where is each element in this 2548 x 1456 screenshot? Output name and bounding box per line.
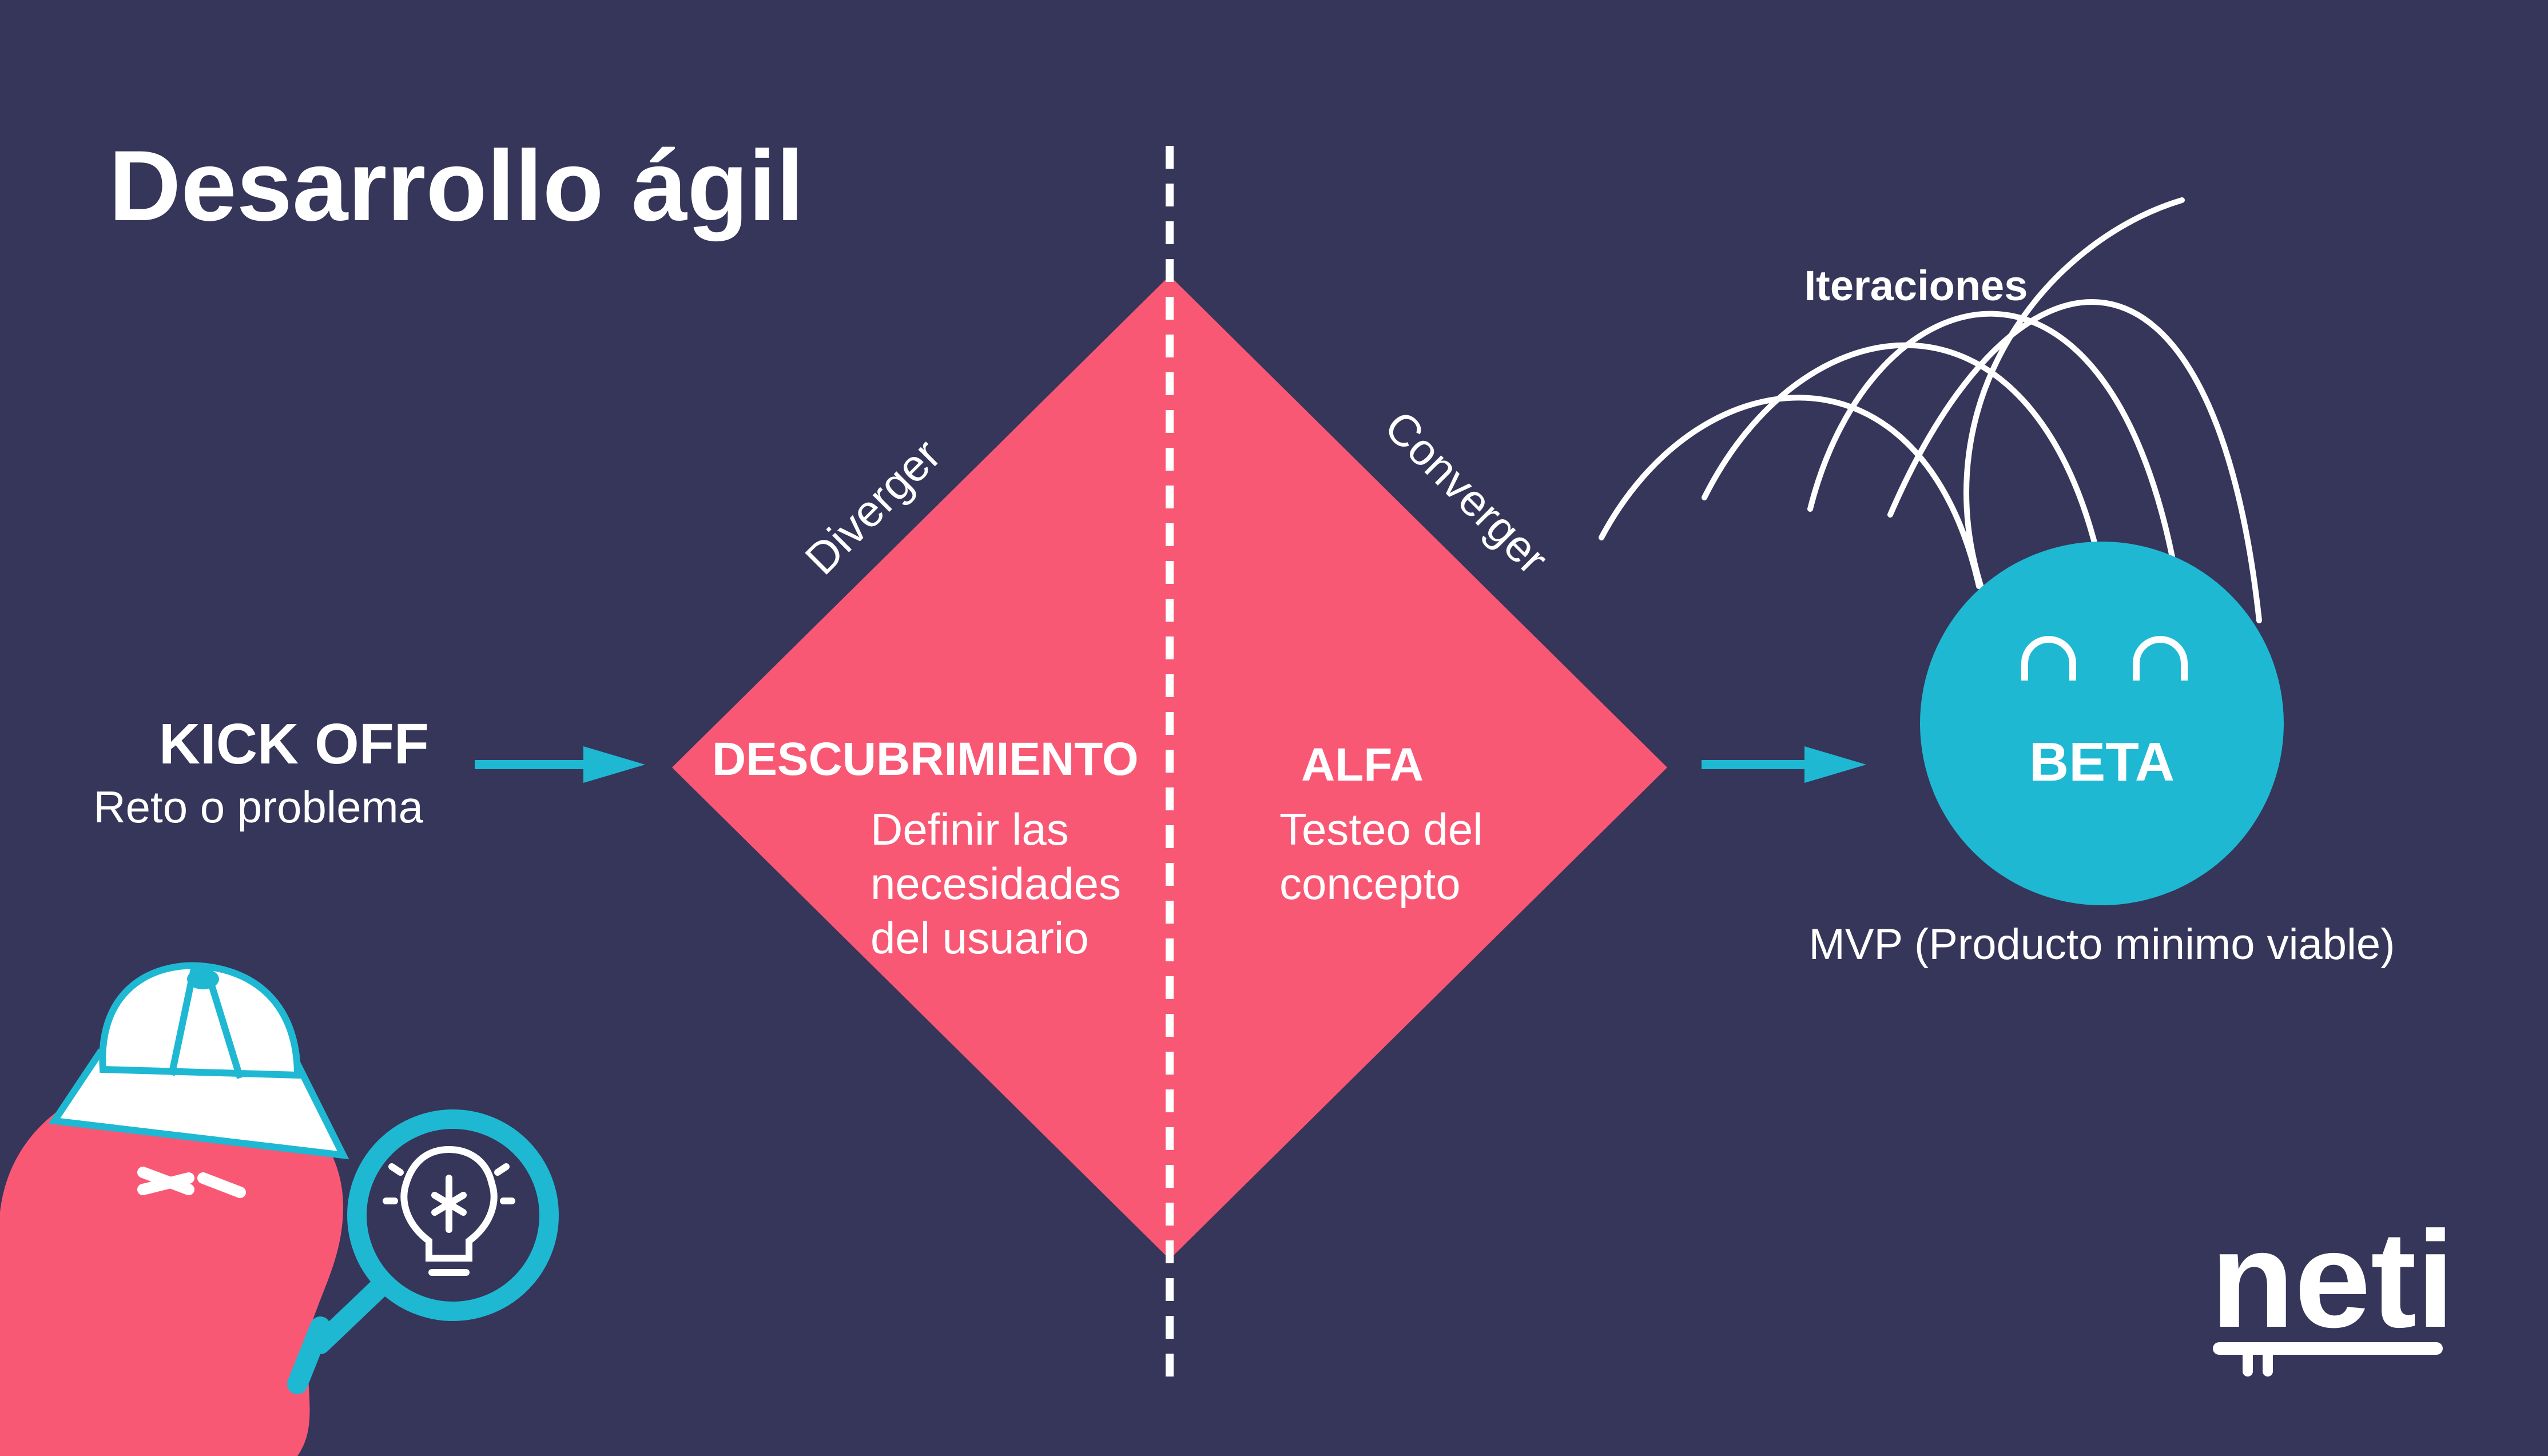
- alpha-line-1: Testeo del: [1279, 804, 1483, 854]
- beta-circle: [1920, 542, 2284, 905]
- arrow-right-icon: [1702, 746, 1866, 783]
- eye-icon: [2021, 636, 2076, 681]
- alpha-heading: ALFA: [1301, 739, 1424, 791]
- arrow-right-icon: [475, 746, 645, 783]
- beta-label: BETA: [2029, 731, 2175, 793]
- page-title: Desarrollo ágil: [109, 130, 804, 242]
- kickoff-subtitle: Reto o problema: [93, 782, 423, 832]
- kickoff-heading: KICK OFF: [159, 712, 429, 776]
- iterations-label: Iteraciones: [1804, 262, 2028, 309]
- detective-mascot-icon: [0, 962, 349, 1456]
- neti-logo: neti: [2211, 1203, 2455, 1377]
- alpha-line-2: concepto: [1279, 858, 1461, 909]
- lightbulb-icon: [383, 1145, 515, 1276]
- beta-caption: MVP (Producto minimo viable): [1809, 920, 2395, 969]
- discovery-line-3: del usuario: [870, 913, 1089, 963]
- discovery-line-1: Definir las: [870, 804, 1069, 854]
- eye-icon: [2133, 636, 2188, 681]
- iteration-arrows-icon: [1599, 197, 2262, 623]
- svg-text:neti: neti: [2211, 1203, 2455, 1356]
- discovery-heading: DESCUBRIMIENTO: [712, 733, 1139, 785]
- discovery-line-2: necesidades: [870, 858, 1121, 909]
